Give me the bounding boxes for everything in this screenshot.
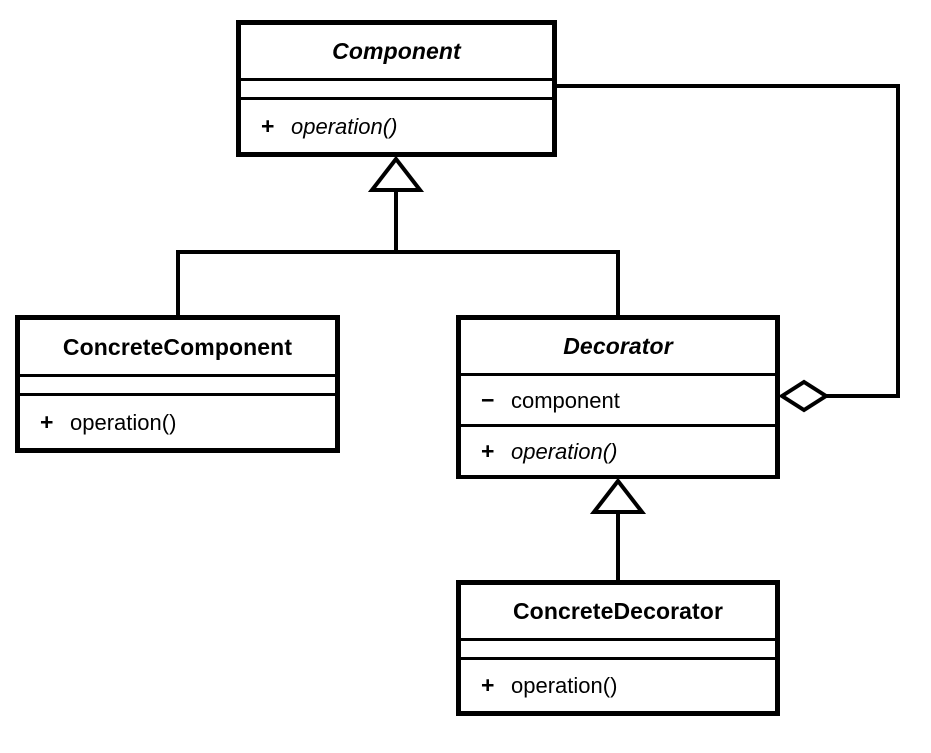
class-attributes-compartment xyxy=(241,78,552,97)
class-operations-compartment: + operation() xyxy=(241,97,552,152)
class-operations-compartment: + operation() xyxy=(20,393,335,448)
class-name-label: Decorator xyxy=(563,333,673,359)
hollow-triangle-arrowhead-icon xyxy=(367,155,425,192)
class-name-label: ConcreteDecorator xyxy=(512,598,724,624)
class-operations-compartment: + operation() xyxy=(461,424,775,475)
operation-label: operation() xyxy=(70,409,177,435)
class-name-compartment: Component xyxy=(241,25,552,78)
operation-row[interactable]: + operation() xyxy=(461,672,617,699)
visibility-marker: + xyxy=(40,408,54,435)
class-attributes-compartment xyxy=(20,374,335,393)
visibility-marker: + xyxy=(261,112,275,139)
operation-label: operation() xyxy=(291,113,398,139)
class-name-compartment: ConcreteDecorator xyxy=(461,585,775,638)
operation-row[interactable]: + operation() xyxy=(241,113,397,140)
class-name-compartment: ConcreteComponent xyxy=(20,320,335,374)
operation-row[interactable]: + operation() xyxy=(20,409,176,436)
class-attributes-compartment xyxy=(461,638,775,657)
visibility-marker: + xyxy=(481,437,495,464)
operation-label: operation() xyxy=(511,438,618,464)
class-box-concrete-component[interactable]: ConcreteComponent + operation() xyxy=(15,315,340,453)
class-name-label: Component xyxy=(332,38,461,64)
hollow-diamond-icon xyxy=(778,379,830,413)
hollow-triangle-arrowhead-icon xyxy=(589,477,647,514)
generalization-to-component xyxy=(176,155,620,317)
class-attributes-compartment: − component xyxy=(461,373,775,424)
class-box-concrete-decorator[interactable]: ConcreteDecorator + operation() xyxy=(456,580,780,716)
operation-label: operation() xyxy=(511,673,618,698)
class-box-decorator[interactable]: Decorator − component + operation() xyxy=(456,315,780,479)
class-name-label: ConcreteComponent xyxy=(62,333,293,360)
generalization-to-decorator xyxy=(589,477,647,582)
class-operations-compartment: + operation() xyxy=(461,657,775,711)
class-box-component[interactable]: Component + operation() xyxy=(236,20,557,157)
visibility-marker: + xyxy=(481,672,495,698)
aggregation-decorator-component xyxy=(555,84,900,413)
class-name-compartment: Decorator xyxy=(461,320,775,373)
visibility-marker: − xyxy=(481,386,495,413)
attribute-row[interactable]: − component xyxy=(461,387,620,414)
operation-row[interactable]: + operation() xyxy=(461,438,617,465)
attribute-label: component xyxy=(511,387,620,413)
